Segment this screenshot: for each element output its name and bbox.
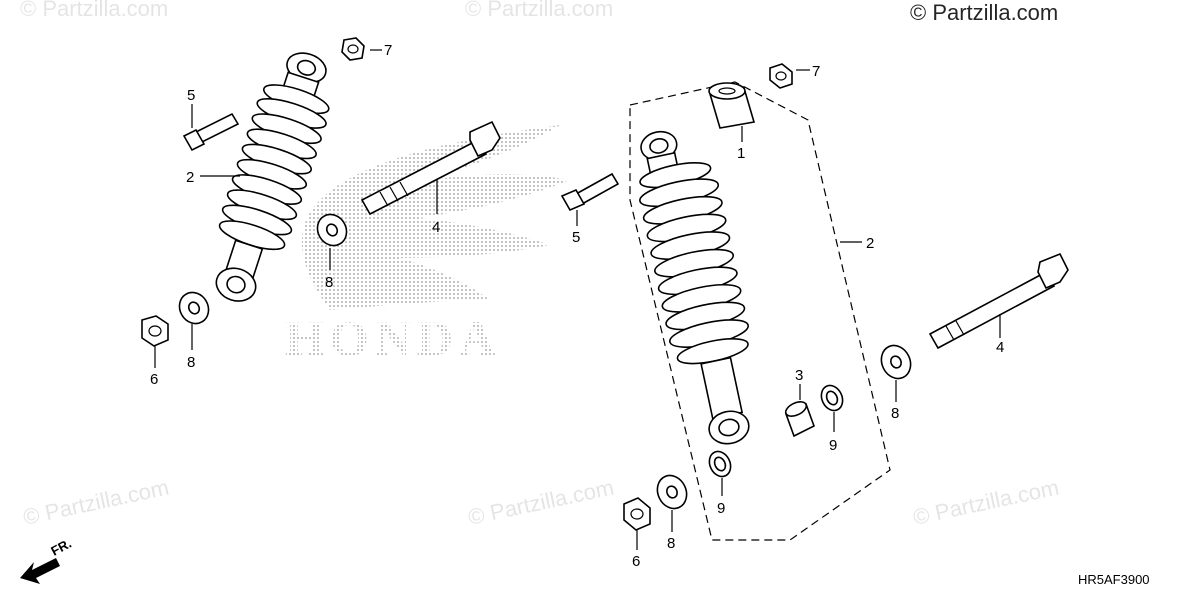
right-washer-bottom [656, 474, 688, 510]
callout-2: 2 [186, 169, 194, 186]
right-leader-lines [576, 69, 1001, 550]
right-washer-right [880, 344, 912, 380]
honda-wing-logo: HONDA [285, 125, 570, 366]
left-long-bolt [360, 120, 501, 216]
watermark: © Partzilla.com [20, 0, 168, 21]
right-small-washer [708, 450, 732, 478]
callout-6: 6 [632, 553, 640, 570]
callout-8: 8 [667, 535, 675, 552]
watermarks: © Partzilla.com © Partzilla.com © Partzi… [20, 0, 1061, 530]
callout-3: 3 [795, 367, 803, 384]
watermark: © Partzilla.com [466, 475, 616, 530]
left-top-nut [341, 37, 365, 61]
callout-5: 5 [187, 87, 195, 104]
callout-1: 1 [737, 145, 745, 162]
right-long-bolt [928, 252, 1069, 350]
right-shock-assembly: 1 7 5 2 4 3 9 9 8 8 6 [560, 63, 1069, 570]
left-short-bolt [182, 112, 240, 152]
left-leader-lines [154, 49, 438, 368]
callout-8: 8 [891, 405, 899, 422]
left-shock-assembly: 5 2 4 8 7 8 6 [141, 37, 501, 388]
diagram-code: HR5AF3900 [1078, 572, 1150, 587]
watermark: © Partzilla.com [21, 475, 171, 530]
right-top-nut [769, 63, 793, 89]
front-direction-label: FR. [48, 536, 74, 559]
left-bottom-nut [141, 315, 169, 347]
front-direction-arrow: FR. [20, 536, 74, 584]
assembly-outline [629, 81, 891, 541]
right-bottom-nut [623, 497, 651, 531]
callout-5: 5 [572, 229, 580, 246]
right-small-washer [820, 384, 844, 412]
watermark: © Partzilla.com [465, 0, 613, 21]
left-callouts: 5 2 4 8 7 8 6 [150, 42, 440, 388]
right-top-bushing [708, 82, 756, 129]
callout-9: 9 [829, 437, 837, 454]
left-washer-upper [316, 213, 348, 247]
right-short-bolt [560, 172, 620, 212]
honda-brand-text: HONDA [285, 310, 501, 366]
callout-4: 4 [432, 219, 440, 236]
watermark: © Partzilla.com [910, 0, 1058, 25]
left-washer-lower [178, 291, 210, 325]
callout-9: 9 [717, 500, 725, 517]
left-shock-absorber [215, 52, 330, 302]
callout-8: 8 [187, 354, 195, 371]
callout-2: 2 [866, 235, 874, 252]
right-shock-absorber [639, 130, 750, 445]
right-callouts: 1 7 5 2 4 3 9 9 8 8 6 [572, 63, 1004, 570]
right-collar [784, 401, 815, 438]
callout-8: 8 [325, 274, 333, 291]
callout-6: 6 [150, 371, 158, 388]
callout-4: 4 [996, 339, 1004, 356]
callout-7: 7 [384, 42, 392, 59]
watermark: © Partzilla.com [911, 475, 1061, 530]
callout-7: 7 [812, 63, 820, 80]
